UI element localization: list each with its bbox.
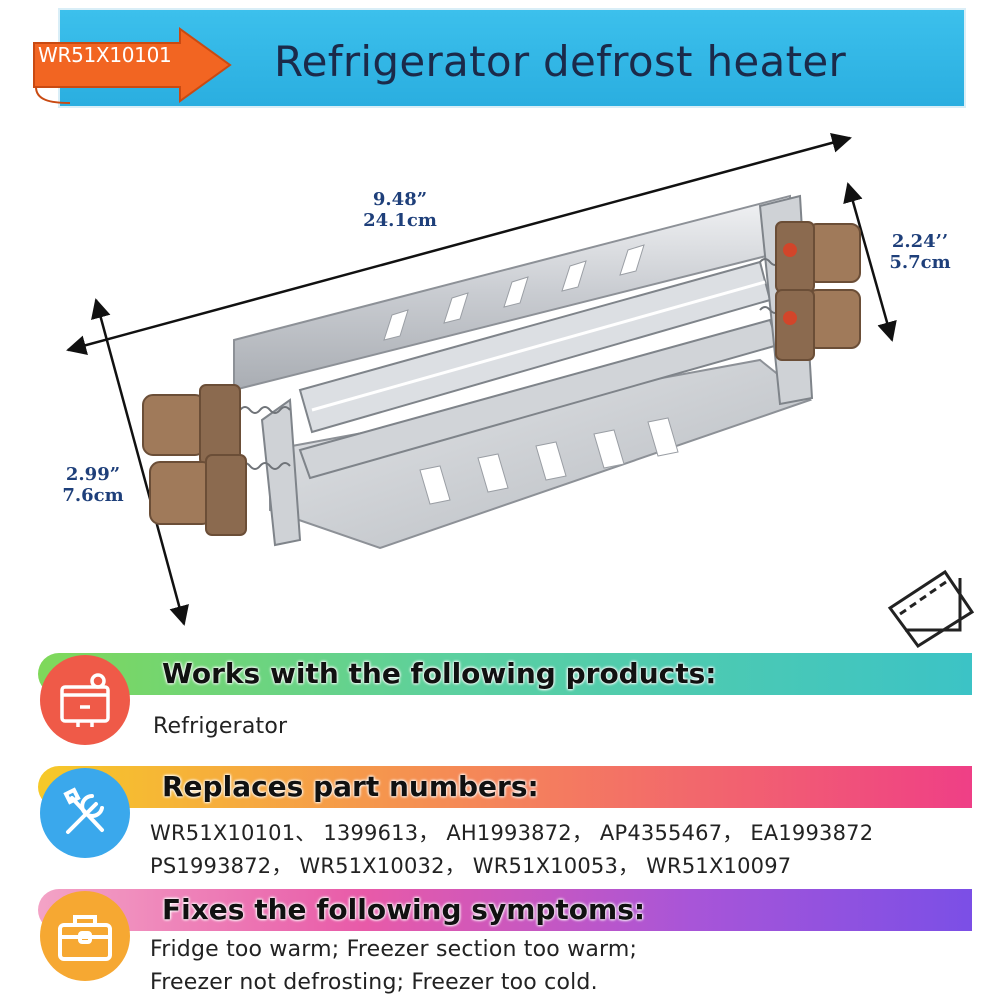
replaces-line-1: WR51X10101、 1399613， AH1993872， AP435546… (150, 821, 874, 845)
works-with-line-1: Refrigerator (153, 714, 288, 739)
appliance-icon (60, 673, 110, 727)
replaces-badge (40, 768, 130, 858)
length-dimension: 9.48” 24.1cm (363, 189, 437, 231)
replaces-title: Replaces part numbers: (162, 770, 539, 803)
fixes-line-1: Fridge too warm; Freezer section too war… (150, 937, 638, 962)
tools-icon (63, 787, 104, 834)
works-with-band (38, 653, 972, 695)
arrow-tag-icon (33, 27, 232, 104)
fixes-line-2: Freezer not defrosting; Freezer too cold… (150, 970, 598, 995)
replaces-band (38, 766, 972, 808)
page-title: Refrigerator defrost heater (274, 37, 847, 86)
fixes-badge (40, 891, 130, 981)
left-connector-top (142, 384, 241, 466)
ruler-icon (887, 569, 975, 649)
height-dimension: 2.99” 7.6cm (62, 464, 124, 506)
left-connector-bottom (149, 454, 247, 536)
width-dimension: 2.24’’ 5.7cm (889, 231, 951, 273)
fixes-title: Fixes the following symptoms: (162, 893, 646, 926)
defrost-heater-image (66, 133, 975, 649)
works-with-badge (40, 655, 130, 745)
works-with-title: Works with the following products: (162, 657, 717, 690)
product-illustration: 9.48” 24.1cm 2.24’’ 5.7cm 2.99” 7.6cm (0, 110, 1000, 650)
replaces-line-2: PS1993872， WR51X10032， WR51X10053， WR51X… (150, 854, 792, 878)
fixes-band (38, 889, 972, 931)
part-number-tag: WR51X10101 (38, 43, 172, 67)
toolbox-icon (58, 915, 112, 961)
